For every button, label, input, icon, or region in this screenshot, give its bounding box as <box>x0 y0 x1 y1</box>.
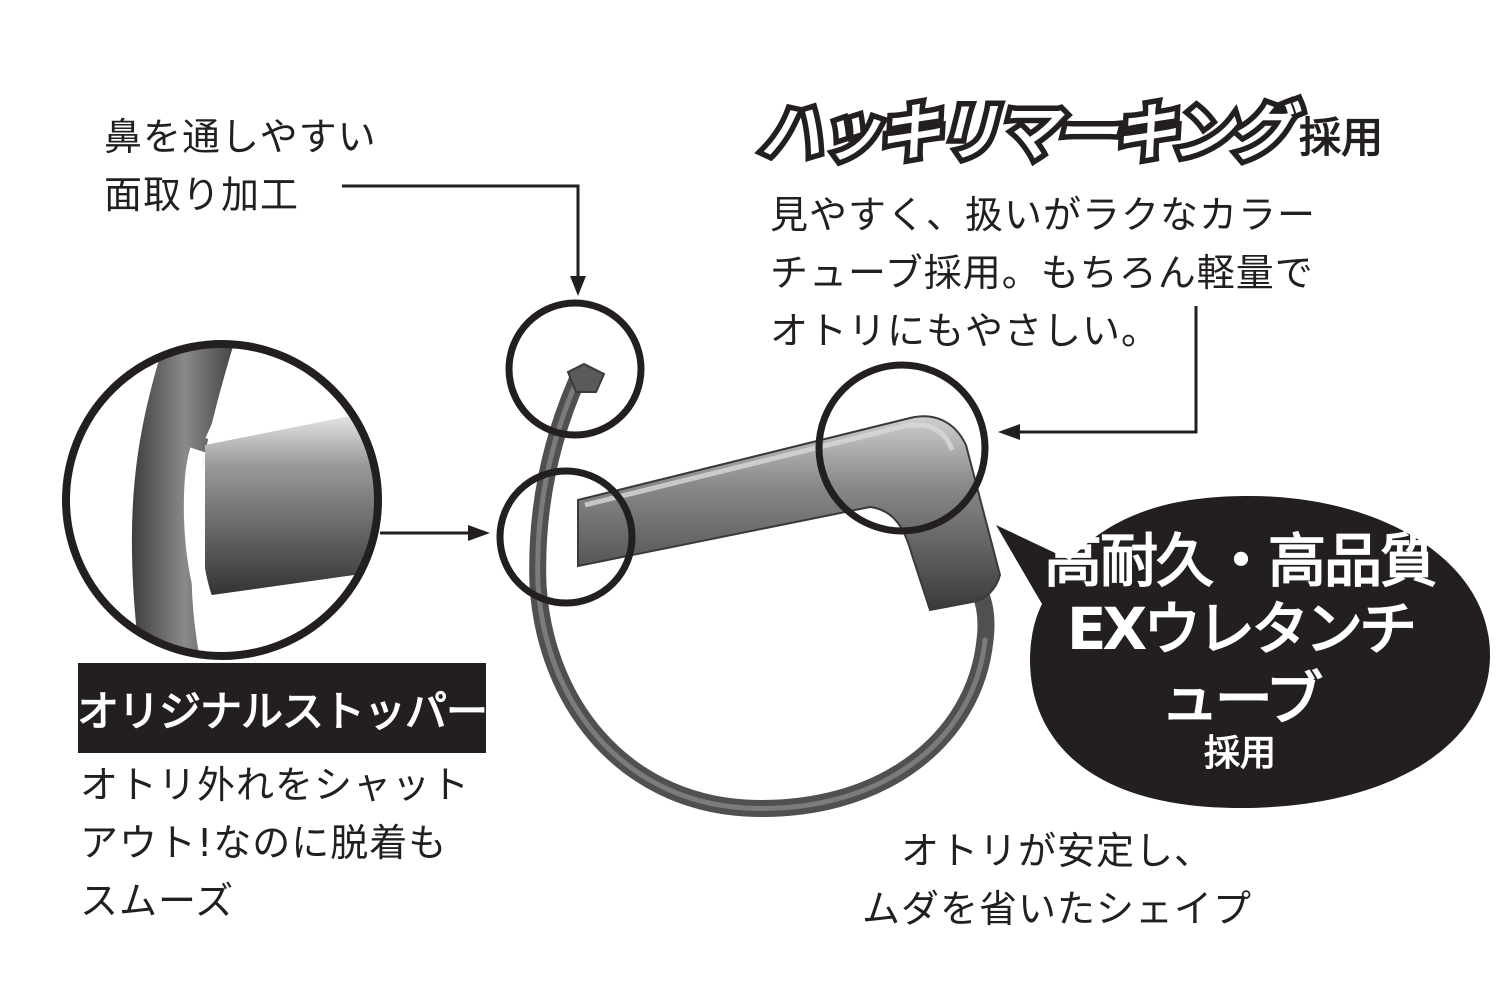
zoom-detail-icon <box>66 344 378 656</box>
stopper-desc-line: アウト!なのに脱着も <box>80 821 448 865</box>
tube-balloon-line: EXウレタンチューブ <box>1066 595 1417 733</box>
marking-description: 見やすく、扱いがラクなカラー チューブ採用。もちろん軽量で オトリにもやさしい。 <box>770 186 1316 360</box>
nose-leader-line <box>342 184 580 286</box>
stopper-desc-line: オトリ外れをシャット <box>80 763 471 807</box>
marking-heading: ハッキリマーキング採用 <box>754 82 1384 175</box>
nose-note-line: 鼻を通しやすい <box>104 115 377 159</box>
tip-highlight-circle <box>505 299 645 439</box>
stopper-highlight-circle <box>496 467 636 607</box>
tube-speech-balloon <box>996 496 1490 808</box>
chamfered-tip <box>566 362 606 393</box>
stopper-desc-line: スムーズ <box>80 879 235 923</box>
stopper-description: オトリ外れをシャット アウト!なのに脱着も スムーズ <box>80 756 470 930</box>
shape-note: オトリが安定し、 ムダを省いたシェイプ <box>862 822 1252 938</box>
marking-title: ハッキリマーキング <box>754 91 1297 175</box>
urethane-tube <box>577 415 1002 612</box>
tube-balloon-text: 高耐久・高品質 EXウレタンチューブ 採用 <box>1040 528 1440 774</box>
marking-leader-line <box>1012 306 1198 434</box>
tube-balloon-line: 採用 <box>1203 733 1276 774</box>
tube-balloon-line: 高耐久・高品質 <box>1043 527 1438 595</box>
marking-highlight-circle <box>815 361 989 535</box>
nose-note-line: 面取り加工 <box>104 173 300 217</box>
shape-note-line: オトリが安定し、 <box>901 829 1214 873</box>
stopper-label: オリジナルストッパー <box>77 663 488 753</box>
marking-title-suffix: 採用 <box>1299 113 1384 162</box>
marking-desc-line: 見やすく、扱いがラクなカラー <box>770 193 1317 237</box>
marking-desc-line: チューブ採用。もちろん軽量で <box>770 251 1314 295</box>
nose-chamfer-note: 鼻を通しやすい 面取り加工 <box>104 108 377 224</box>
shape-note-line: ムダを省いたシェイプ <box>862 887 1253 931</box>
marking-desc-line: オトリにもやさしい。 <box>770 309 1161 353</box>
